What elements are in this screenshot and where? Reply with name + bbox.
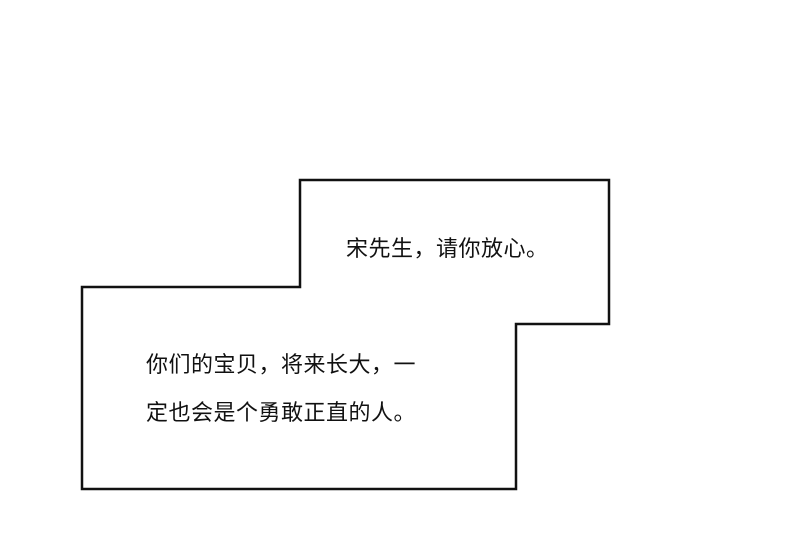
narration-line-1: 你们的宝贝，将来长大，一: [146, 353, 417, 378]
narration-text-upper: 宋先生，请你放心。: [346, 237, 549, 262]
narration-line-2: 定也会是个勇敢正直的人。: [146, 401, 417, 426]
narration-text-lower: 你们的宝贝，将来长大，一 定也会是个勇敢正直的人。: [146, 342, 416, 438]
